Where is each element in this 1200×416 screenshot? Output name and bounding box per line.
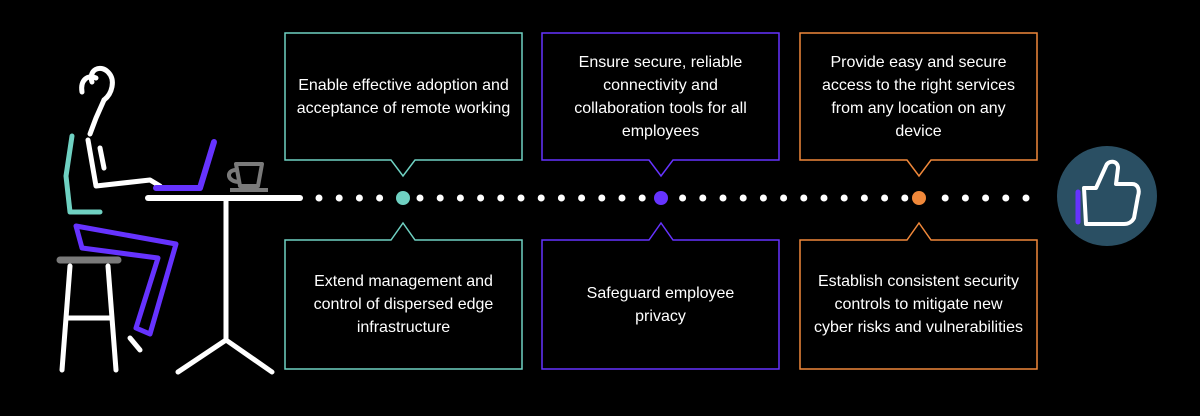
thumbs-up-icon (1057, 146, 1157, 246)
timeline-dot (941, 194, 949, 202)
timeline-dot (699, 194, 707, 202)
timeline-dot (598, 194, 606, 202)
timeline-dot (638, 194, 646, 202)
purple-node (654, 191, 668, 205)
orange-bottom-text: Establish consistent security controls t… (814, 273, 1023, 336)
timeline-dot (780, 194, 788, 202)
timeline-dot (376, 194, 384, 202)
timeline-dot (1002, 194, 1010, 202)
timeline-dot (436, 194, 444, 202)
timeline-dot (739, 194, 747, 202)
timeline-dot (1022, 194, 1030, 202)
orange-top-box (799, 32, 1038, 178)
dotted-timeline (315, 194, 1030, 202)
timeline-dot (477, 194, 485, 202)
teal-bottom-text: Extend management and control of dispers… (313, 273, 494, 336)
orange-top-text: Provide easy and secure access to the ri… (822, 53, 1015, 140)
timeline-dot (416, 194, 424, 202)
timeline-dot (517, 194, 525, 202)
person-at-desk-icon (56, 65, 303, 375)
coffee-cup-icon (227, 162, 268, 192)
connector-boxes (284, 32, 1038, 370)
teal-node (396, 191, 410, 205)
orange-bottom-box (799, 221, 1038, 370)
timeline-dot (315, 194, 323, 202)
timeline-dot (982, 194, 990, 202)
timeline-dot (840, 194, 848, 202)
timeline-dot (537, 194, 545, 202)
timeline-dot (820, 194, 828, 202)
orange-node (912, 191, 926, 205)
timeline-dot (456, 194, 464, 202)
teal-top-text: Enable effective adoption and acceptance… (296, 76, 511, 117)
timeline-dot (759, 194, 767, 202)
purple-top-text: Ensure secure, reliable connectivity and… (574, 53, 747, 140)
timeline-dot (881, 194, 889, 202)
timeline-dot (335, 194, 343, 202)
purple-bottom-box (541, 221, 780, 370)
purple-bottom-text: Safeguard employee privacy (586, 284, 735, 325)
timeline-dot (618, 194, 626, 202)
teal-top-box (284, 32, 523, 178)
timeline-dot (719, 194, 727, 202)
purple-top-box (541, 32, 780, 178)
timeline-dot (355, 194, 363, 202)
timeline-dot (578, 194, 586, 202)
timeline-dot (860, 194, 868, 202)
timeline-dot (497, 194, 505, 202)
timeline-dot (961, 194, 969, 202)
timeline-dot (800, 194, 808, 202)
timeline-dot (679, 194, 687, 202)
laptop-icon (153, 139, 217, 191)
timeline-dot (557, 194, 565, 202)
timeline-dot (901, 194, 909, 202)
teal-bottom-box (284, 221, 523, 370)
